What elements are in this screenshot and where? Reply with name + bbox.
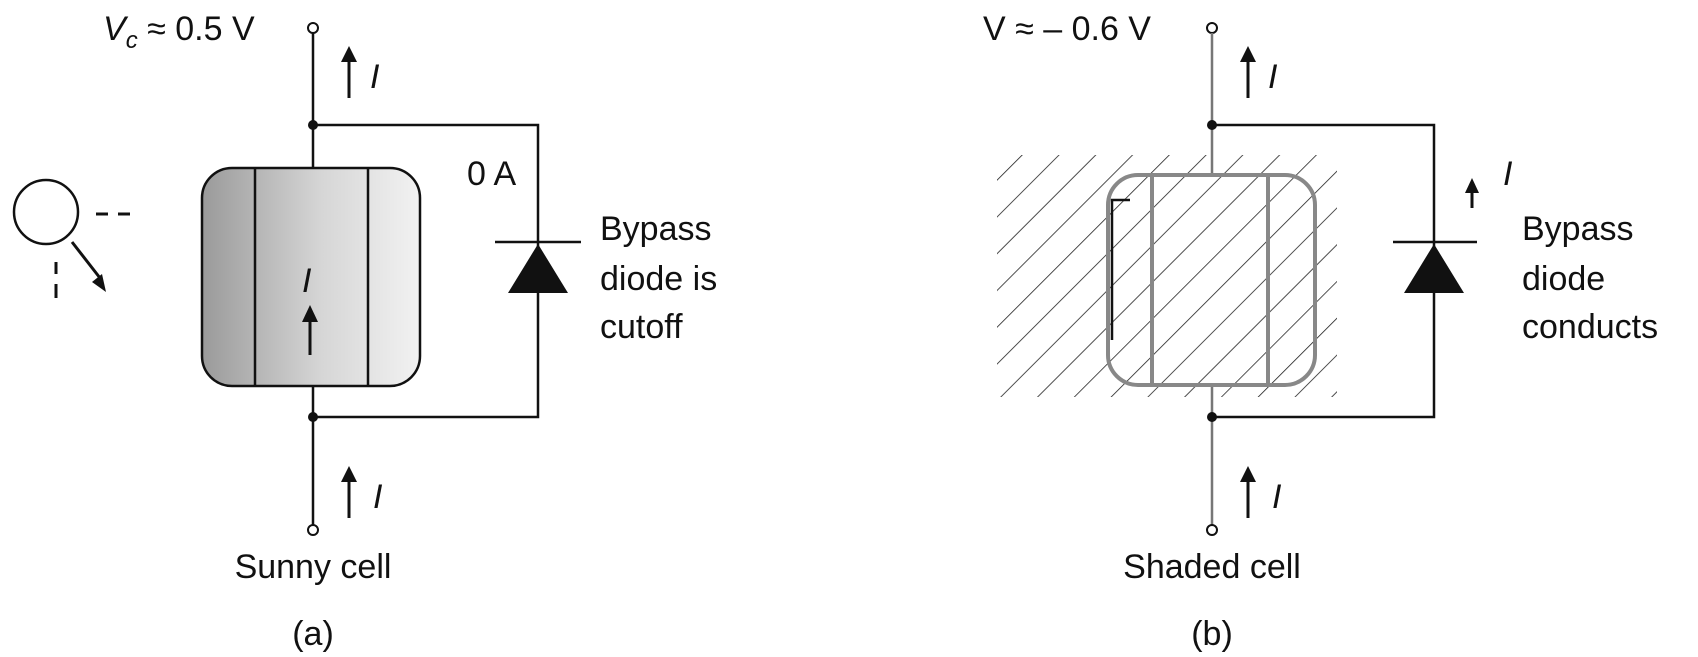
panel-b-diode-current-arrow	[1465, 178, 1479, 208]
panel-a-diode-label-line-3: cutoff	[600, 308, 683, 346]
panel-a: Vc ≈ 0.5 V I I I	[12, 10, 717, 653]
panel-a-voltage-label: Vc ≈ 0.5 V	[103, 10, 255, 54]
panel-b-diode-label-line-2: diode	[1522, 260, 1605, 298]
panel-a-diode-current-label: 0 A	[467, 155, 516, 193]
panel-a-cell-current-arrow	[302, 305, 318, 355]
panel-b-bottom-current-arrow	[1240, 466, 1256, 518]
panel-a-label: (a)	[292, 615, 334, 653]
panel-a-diode-label-line-2: diode is	[600, 260, 717, 298]
panel-b-label: (b)	[1191, 615, 1233, 653]
panel-a-solar-cell	[200, 166, 422, 388]
panel-b-top-current-label: I	[1268, 58, 1278, 96]
panel-b-bottom-current-label: I	[1272, 478, 1282, 516]
panel-b-top-terminal	[1206, 22, 1218, 34]
panel-b-diode-label-line-3: conducts	[1522, 308, 1658, 346]
panel-b: V ≈ – 0.6 V I I	[983, 10, 1658, 653]
panel-b-bypass-diode	[1393, 240, 1477, 293]
panel-b-diode-label-line-1: Bypass	[1522, 210, 1634, 248]
panel-b-diode-current-label: I	[1503, 155, 1513, 193]
panel-a-cell-caption: Sunny cell	[235, 548, 392, 586]
panel-a-bottom-terminal	[307, 524, 319, 536]
panel-b-cell-edge	[1110, 198, 1130, 340]
panel-b-solar-cell	[1106, 173, 1317, 387]
panel-a-bottom-current-label: I	[373, 478, 383, 516]
panel-a-top-current-label: I	[370, 58, 380, 96]
sun-icon	[12, 178, 130, 298]
panel-b-top-current-arrow	[1240, 46, 1256, 98]
panel-a-diode-label-line-1: Bypass	[600, 210, 712, 248]
panel-b-shade-hatch	[997, 155, 1337, 397]
panel-b-voltage-label: V ≈ – 0.6 V	[983, 10, 1151, 48]
panel-b-bottom-terminal	[1206, 524, 1218, 536]
panel-b-cell-caption: Shaded cell	[1123, 548, 1301, 586]
panel-a-bypass-diode	[495, 240, 581, 293]
panel-a-bottom-current-arrow	[341, 466, 357, 518]
panel-a-top-terminal	[307, 22, 319, 34]
panel-a-cell-current-label: I	[302, 262, 312, 300]
panel-a-top-current-arrow	[341, 46, 357, 98]
